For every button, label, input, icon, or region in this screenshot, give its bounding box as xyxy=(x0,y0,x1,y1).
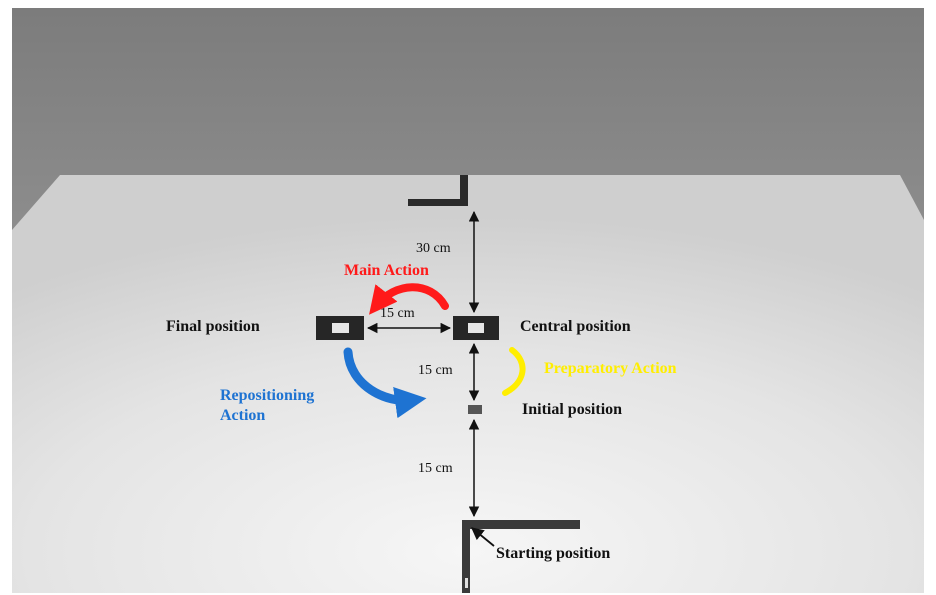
central-position-marker-hole xyxy=(468,323,484,333)
distance-label-top: 30 cm xyxy=(416,241,451,256)
preparatory-action-label: Preparatory Action xyxy=(544,360,677,377)
top-l-marker-vertical xyxy=(460,175,468,205)
final-position-label: Final position xyxy=(166,318,260,335)
distance-label-horizontal: 15 cm xyxy=(380,306,415,321)
start-l-marker-vertical xyxy=(462,520,470,593)
repositioning-action-arrow xyxy=(343,347,427,419)
repositioning-action-label-line1: Repositioning xyxy=(220,387,315,404)
distance-label-bottom: 15 cm xyxy=(418,461,453,476)
main-action-arrow xyxy=(369,283,449,315)
central-position-label: Central position xyxy=(520,318,631,335)
start-l-marker-notch xyxy=(465,578,468,588)
preparatory-action-arc xyxy=(502,347,526,396)
top-l-marker-horizontal xyxy=(408,199,468,206)
starting-position-label: Starting position xyxy=(496,545,611,562)
final-position-marker-hole xyxy=(332,323,349,333)
table-surface xyxy=(12,175,924,593)
distance-label-middle: 15 cm xyxy=(418,363,453,378)
starting-position-pointer xyxy=(471,527,495,547)
initial-position-marker xyxy=(468,405,482,414)
start-l-marker-horizontal xyxy=(462,520,580,529)
repositioning-action-label-line2: Action xyxy=(220,407,266,424)
main-action-label: Main Action xyxy=(344,262,429,279)
initial-position-label: Initial position xyxy=(522,401,623,418)
